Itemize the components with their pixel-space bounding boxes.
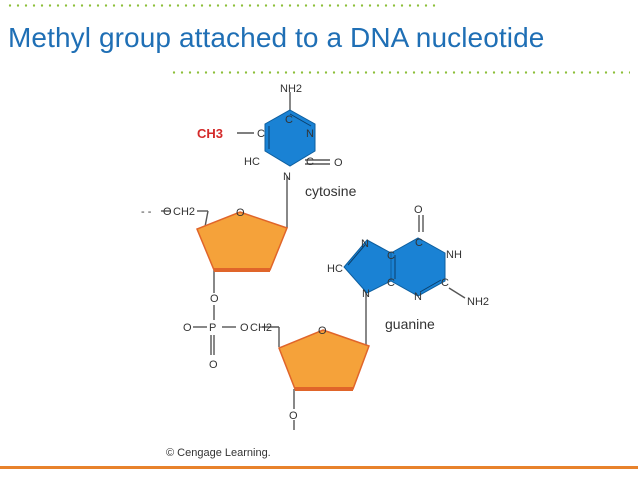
- phosphate-o-bottom: O: [209, 359, 218, 371]
- cytosine-atom-n-right: N: [306, 128, 314, 140]
- guanine-ring-bonds: [347, 244, 442, 293]
- sugar-ring-upper: [196, 211, 288, 271]
- sugar-lower-o: O: [318, 325, 327, 337]
- backbone-ch2-upper: CH2: [173, 206, 195, 218]
- cytosine-atom-c-left: C: [257, 128, 265, 140]
- methyl-group-label: CH3: [197, 126, 223, 141]
- guanine-atom-c-top: C: [415, 237, 423, 249]
- guanine-atom-hc: HC: [327, 263, 343, 275]
- guanine-atom-n-bottom-mid: N: [414, 291, 422, 303]
- sugar-upper-o: O: [236, 207, 245, 219]
- guanine-atom-c-lower: C: [387, 277, 395, 289]
- copyright-credit: © Cengage Learning.: [166, 447, 271, 459]
- title-dotted-rule: [170, 71, 630, 77]
- guanine-amino-label: NH2: [467, 296, 489, 308]
- guanine-five-ring: [343, 239, 392, 294]
- cytosine-label: cytosine: [305, 183, 357, 199]
- guanine-atom-n-bottom-left: N: [362, 288, 370, 300]
- guanine-atom-n-top: N: [361, 238, 369, 250]
- cytosine-atom-hc: HC: [244, 156, 260, 168]
- phosphate-o-right: O: [240, 322, 249, 334]
- cytosine-atom-c-top: C: [285, 114, 293, 126]
- backbone-ch2-lower: CH2: [250, 322, 272, 334]
- cytosine-amino-label: NH2: [280, 83, 302, 95]
- guanine-atom-c-mid: C: [387, 250, 395, 262]
- guanine-atom-c-right: C: [441, 277, 449, 289]
- backbone-o-bottom: O: [289, 410, 298, 422]
- cytosine-atom-c-lower: C: [306, 156, 314, 168]
- phosphate-p: P: [209, 322, 216, 334]
- guanine-atom-nh: NH: [446, 249, 462, 261]
- cytosine-atom-n-bottom: N: [283, 171, 291, 183]
- guanine-carbonyl-o: O: [414, 204, 423, 216]
- phosphate-o-left: O: [183, 322, 192, 334]
- guanine-label: guanine: [385, 316, 435, 332]
- cytosine-ring-bonds: [268, 113, 312, 149]
- bond-lines: [161, 92, 466, 430]
- top-dotted-rule: [6, 4, 436, 10]
- backbone-dashes-label: - -: [141, 206, 152, 218]
- bottom-accent-rule: [0, 466, 638, 469]
- atom-labels: NH2 C C N HC C O N - - O CH2 O O C NH N …: [141, 83, 489, 422]
- backbone-o-upper: O: [163, 206, 172, 218]
- cytosine-ring: [264, 109, 316, 167]
- cytosine-carbonyl-o: O: [334, 157, 343, 169]
- phosphate-o-top: O: [210, 293, 219, 305]
- slide-title: Methyl group attached to a DNA nucleotid…: [8, 22, 545, 53]
- guanine-six-ring: [390, 237, 446, 297]
- sugar-ring-lower: [278, 329, 370, 390]
